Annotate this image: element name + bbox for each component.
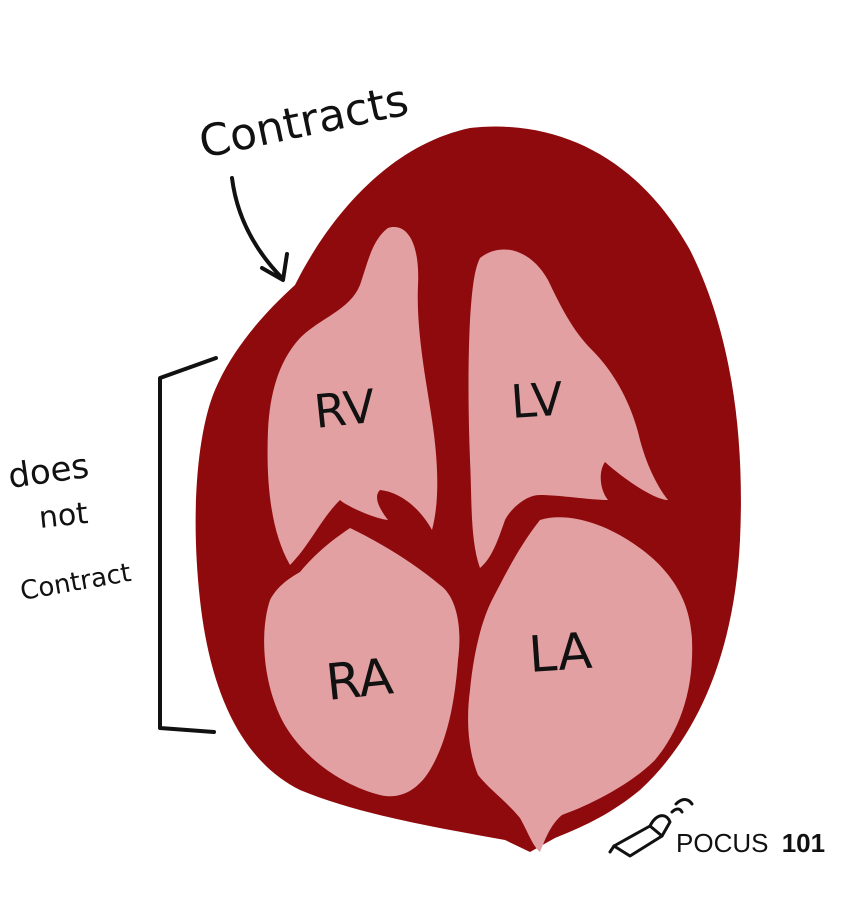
does-label: does xyxy=(6,446,92,497)
rv-label: RV xyxy=(312,379,379,439)
svg-text:POCUS 101: POCUS 101 xyxy=(676,828,825,858)
arrow-annotation xyxy=(230,176,289,282)
logo-name: POCUS xyxy=(676,828,768,858)
logo-number: 101 xyxy=(782,828,825,858)
bracket-annotation xyxy=(158,356,218,734)
pocus-logo: POCUS 101 xyxy=(608,798,825,858)
ra-label: RA xyxy=(323,647,396,712)
left-atrium-chamber xyxy=(468,517,693,852)
not-label: not xyxy=(37,496,90,536)
ultrasound-probe-icon xyxy=(608,798,694,858)
lv-label: LV xyxy=(509,371,565,429)
right-ventricle-chamber xyxy=(267,227,438,565)
la-label: LA xyxy=(527,622,594,684)
right-atrium-chamber xyxy=(264,528,460,797)
left-ventricle-chamber xyxy=(468,249,668,568)
contracts-label: Contracts xyxy=(195,75,413,169)
contract-label: Contract xyxy=(18,558,133,607)
